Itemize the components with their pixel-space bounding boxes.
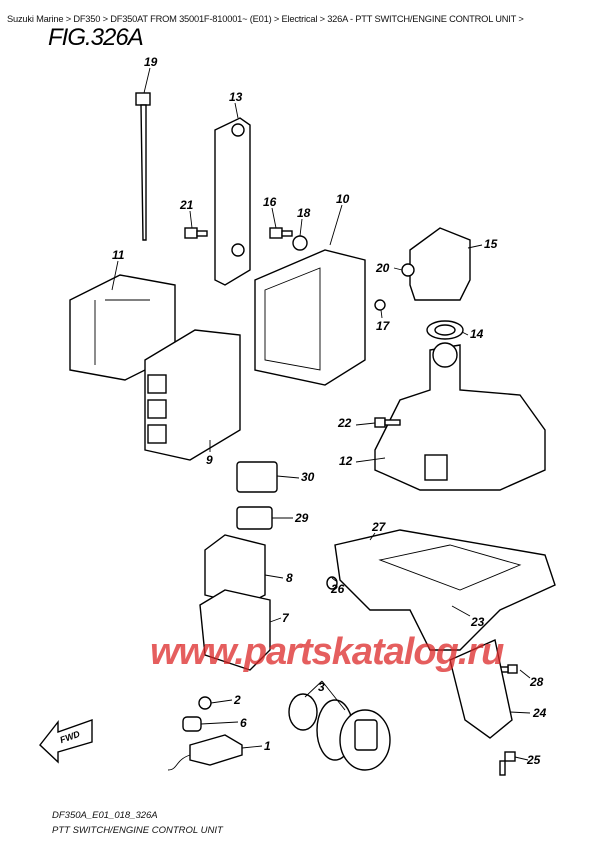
breadcrumb-link[interactable]: Suzuki Marine <box>7 14 64 24</box>
callout-25[interactable]: 25 <box>526 753 541 767</box>
separator: > <box>515 14 524 24</box>
diagram-code: DF350A_E01_018_326A <box>52 810 158 821</box>
part-bolt[interactable] <box>184 227 208 239</box>
callout-6[interactable]: 6 <box>240 716 247 730</box>
part-bracket[interactable] <box>214 117 251 286</box>
part-stay[interactable] <box>449 639 513 739</box>
part-bolt[interactable] <box>374 417 401 428</box>
callout-13[interactable]: 13 <box>229 90 243 104</box>
part-nut[interactable] <box>374 299 386 311</box>
part-seal[interactable] <box>426 320 464 340</box>
diagram-caption: PTT SWITCH/ENGINE CONTROL UNIT <box>52 825 223 836</box>
part-bolt[interactable] <box>269 227 293 239</box>
part-engine-control-unit[interactable] <box>144 329 241 461</box>
callout-26[interactable]: 26 <box>330 582 345 596</box>
part-relay[interactable] <box>236 461 278 493</box>
callout-10[interactable]: 10 <box>336 192 350 206</box>
callout-labels: 19 13 21 16 18 10 11 15 20 17 14 9 22 12… <box>112 55 547 767</box>
part-screw[interactable] <box>401 263 415 277</box>
separator: > <box>100 14 111 24</box>
watermark: www.partskatalog.ru <box>150 631 504 673</box>
callout-3[interactable]: 3 <box>318 680 325 694</box>
callout-18[interactable]: 18 <box>297 206 311 220</box>
part-mount-bracket[interactable] <box>334 529 556 651</box>
part-switch-cover[interactable] <box>409 227 471 301</box>
fwd-arrow-icon: FWD <box>39 719 93 764</box>
callout-16[interactable]: 16 <box>263 195 277 209</box>
breadcrumb-link[interactable]: DF350AT FROM 35001F-810001~ (E01) <box>110 14 272 24</box>
part-relay[interactable] <box>236 506 273 530</box>
callout-21[interactable]: 21 <box>179 198 194 212</box>
callout-15[interactable]: 15 <box>484 237 498 251</box>
callout-1[interactable]: 1 <box>264 739 271 753</box>
callout-22[interactable]: 22 <box>337 416 352 430</box>
callout-20[interactable]: 20 <box>375 261 390 275</box>
callout-17[interactable]: 17 <box>376 319 391 333</box>
part-fuse-box-cover[interactable] <box>204 534 266 606</box>
part-cable-tie[interactable] <box>135 92 151 241</box>
breadcrumb-link[interactable]: 326A - PTT SWITCH/ENGINE CONTROL UNIT <box>327 14 516 24</box>
callout-30[interactable]: 30 <box>301 470 315 484</box>
callout-28[interactable]: 28 <box>529 675 544 689</box>
callout-9[interactable]: 9 <box>206 453 213 467</box>
callout-29[interactable]: 29 <box>294 511 309 525</box>
callout-19[interactable]: 19 <box>144 55 158 69</box>
separator: > <box>63 14 74 24</box>
part-switch-assembly[interactable] <box>288 693 391 771</box>
callout-7[interactable]: 7 <box>282 611 290 625</box>
part-ptt-housing[interactable] <box>374 342 546 491</box>
breadcrumb-link[interactable]: Electrical <box>281 14 318 24</box>
part-screw[interactable] <box>198 696 212 710</box>
separator: > <box>271 14 282 24</box>
callout-11[interactable]: 11 <box>112 248 125 262</box>
part-grommet[interactable] <box>292 235 308 251</box>
part-clamp[interactable] <box>182 716 202 732</box>
separator: > <box>317 14 328 24</box>
callout-8[interactable]: 8 <box>286 571 293 585</box>
part-bolt[interactable] <box>499 751 516 776</box>
callout-12[interactable]: 12 <box>339 454 353 468</box>
callout-23[interactable]: 23 <box>470 615 485 629</box>
breadcrumb-link[interactable]: DF350 <box>73 14 101 24</box>
breadcrumb: Suzuki Marine > DF350 > DF350AT FROM 350… <box>7 14 524 24</box>
callout-2[interactable]: 2 <box>233 693 241 707</box>
figure-title: FIG.326A <box>48 24 144 51</box>
part-switch[interactable] <box>167 734 243 771</box>
callout-27[interactable]: 27 <box>371 520 387 534</box>
callout-14[interactable]: 14 <box>470 327 484 341</box>
part-ecu-holder[interactable] <box>254 249 366 386</box>
part-fuse-box[interactable] <box>199 589 271 671</box>
callout-24[interactable]: 24 <box>532 706 547 720</box>
